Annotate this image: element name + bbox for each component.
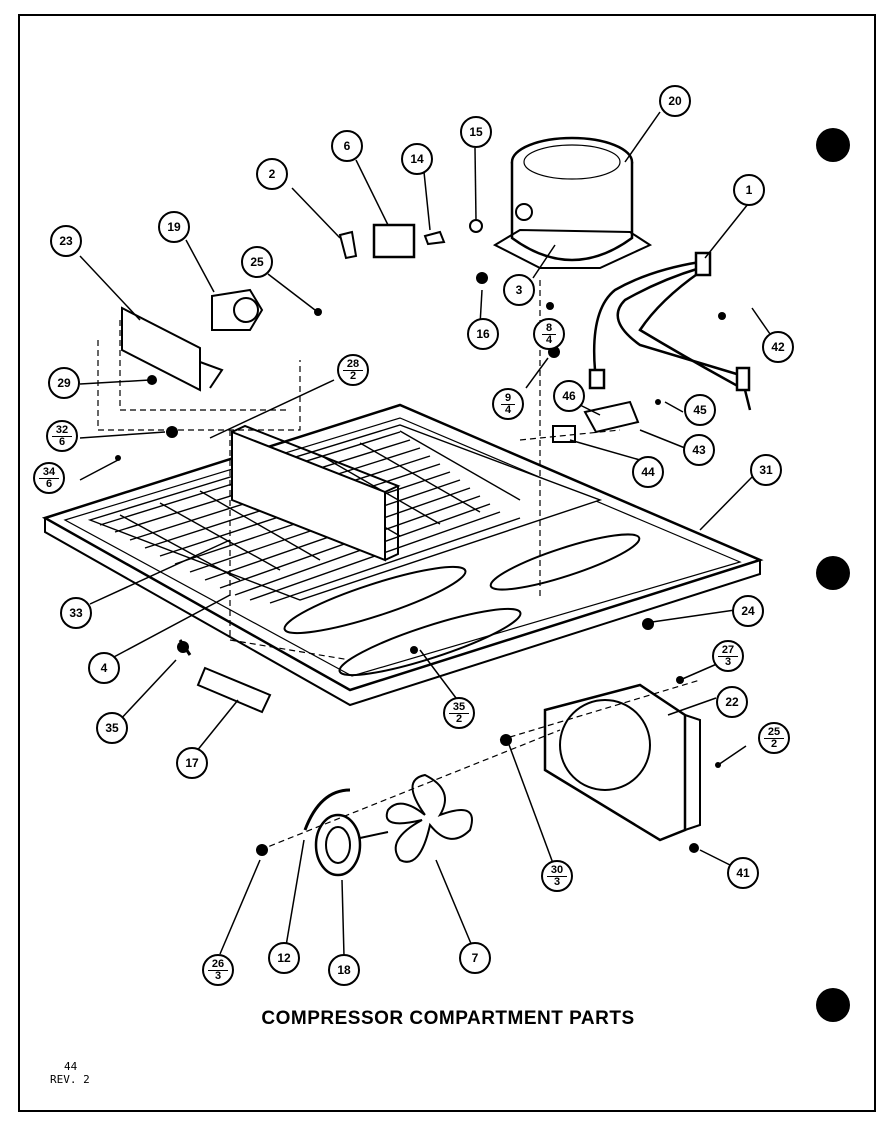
revision-label: REV. 2	[50, 1073, 90, 1086]
callout-22: 22	[716, 686, 748, 718]
callout-45: 45	[684, 394, 716, 426]
callout-14: 14	[401, 143, 433, 175]
control-bracket	[121, 288, 264, 392]
callout-46: 46	[553, 380, 585, 412]
callout-41: 41	[727, 857, 759, 889]
fan-assembly	[303, 773, 473, 877]
binder-hole-top	[816, 128, 850, 162]
diagram-title: COMPRESSOR COMPARTMENT PARTS	[261, 1008, 635, 1029]
callout-35: 35	[96, 712, 128, 744]
binder-hole-bottom	[816, 988, 850, 1022]
drier	[178, 639, 272, 714]
callout-20: 20	[659, 85, 691, 117]
callout-7: 7	[459, 942, 491, 974]
callout-33: 33	[60, 597, 92, 629]
divider-panel	[231, 424, 401, 562]
compressor	[492, 136, 653, 269]
page-number: 44	[64, 1060, 78, 1073]
callout-43: 43	[683, 434, 715, 466]
callout-19: 19	[158, 211, 190, 243]
callout-29: 29	[48, 367, 80, 399]
callout-1: 1	[733, 174, 765, 206]
small-hardware	[115, 272, 726, 856]
callout-4: 4	[88, 652, 120, 684]
callout-12: 12	[268, 942, 300, 974]
callout-6: 6	[331, 130, 363, 162]
relay-parts	[338, 219, 640, 443]
callout-23: 23	[50, 225, 82, 257]
callout-3: 3	[503, 274, 535, 306]
callout-15: 15	[460, 116, 492, 148]
callout-31: 31	[750, 454, 782, 486]
binder-hole-middle	[816, 556, 850, 590]
wiring-harness	[588, 251, 752, 411]
callout-18: 18	[328, 954, 360, 986]
leader-lines	[79, 111, 771, 957]
callout-44: 44	[632, 456, 664, 488]
callout-16: 16	[467, 318, 499, 350]
callout-17: 17	[176, 747, 208, 779]
callout-24: 24	[732, 595, 764, 627]
callout-42: 42	[762, 331, 794, 363]
diagram-border	[18, 14, 876, 1112]
callout-2: 2	[256, 158, 288, 190]
fan-shroud	[543, 683, 701, 842]
callout-25: 25	[241, 246, 273, 278]
base-tray	[41, 403, 764, 707]
page-info: 44 REV. 2	[50, 1060, 90, 1086]
